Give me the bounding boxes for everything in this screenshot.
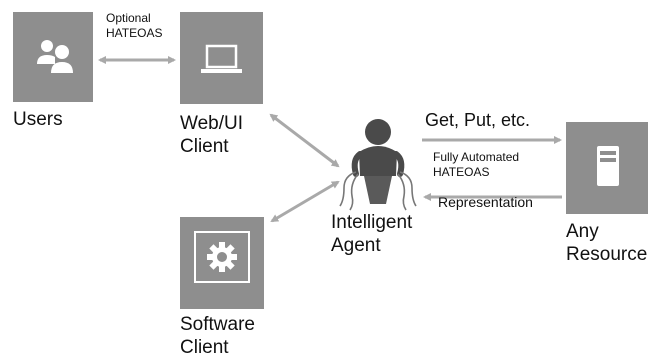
agent-label-line2: Agent [331,235,381,256]
optional-label-line2: HATEOAS [106,26,163,40]
arrow-agent-software [270,180,340,223]
resource-label: Any Resource [566,220,647,266]
optional-hateoas-label: Optional HATEOAS [106,11,162,41]
representation-label: Representation [438,194,533,211]
get-put-label-text: Get, Put, etc. [425,110,531,130]
software-client-label-line2: Client [180,337,229,358]
gear-icon [194,231,250,283]
fully-automated-label: Fully Automated HATEOAS [433,150,519,180]
resource-label-line1: Any [566,221,599,242]
fully-automated-label-line2: HATEOAS [433,165,490,179]
fully-automated-label-line1: Fully Automated [433,150,520,164]
server-icon [597,146,619,186]
get-put-label: Get, Put, etc. [425,109,530,131]
software-client-label-line1: Software [180,314,255,335]
users-icon [37,40,73,73]
web-client-box [180,12,263,104]
web-client-label-line2: Client [180,136,229,157]
agent-label-line1: Intelligent [331,212,413,233]
representation-label-text: Representation [438,194,533,210]
software-client-label: Software Client [180,313,255,359]
web-client-label: Web/UI Client [180,112,243,158]
users-label: Users [13,108,63,131]
web-client-label-line1: Web/UI [180,113,244,134]
optional-label-line1: Optional [106,11,151,25]
agent-label: Intelligent Agent [331,211,412,257]
resource-label-line2: Resource [566,244,648,265]
arrow-web-agent [269,113,340,168]
users-label-text: Users [13,109,63,130]
robot-agent-icon [339,119,417,211]
laptop-icon [201,44,242,73]
